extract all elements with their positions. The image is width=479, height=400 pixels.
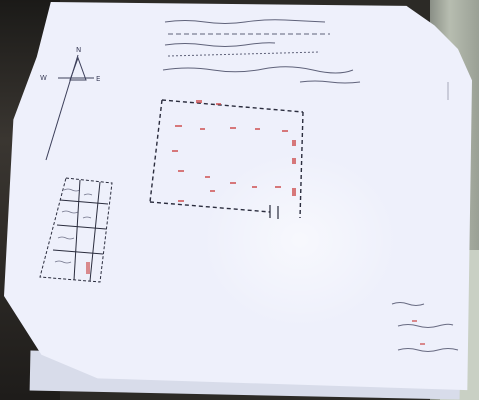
compass-north-label: N	[76, 46, 81, 54]
floor-plan-outline	[149, 99, 304, 219]
paper-highlight	[200, 150, 400, 330]
table-sketch	[39, 177, 113, 283]
floor-plan-door	[269, 205, 279, 219]
compass-west-label: W	[40, 74, 47, 82]
red-pencil-marks	[172, 100, 296, 202]
bottom-right-notes	[391, 302, 459, 352]
table-sketch-red	[86, 262, 90, 274]
scribbled-header-lines	[162, 19, 361, 84]
compass-sketch	[45, 54, 94, 161]
bottom-right-red-marks	[412, 320, 425, 345]
table-sketch-scribbles	[54, 188, 93, 264]
compass-east-label: E	[96, 75, 100, 83]
